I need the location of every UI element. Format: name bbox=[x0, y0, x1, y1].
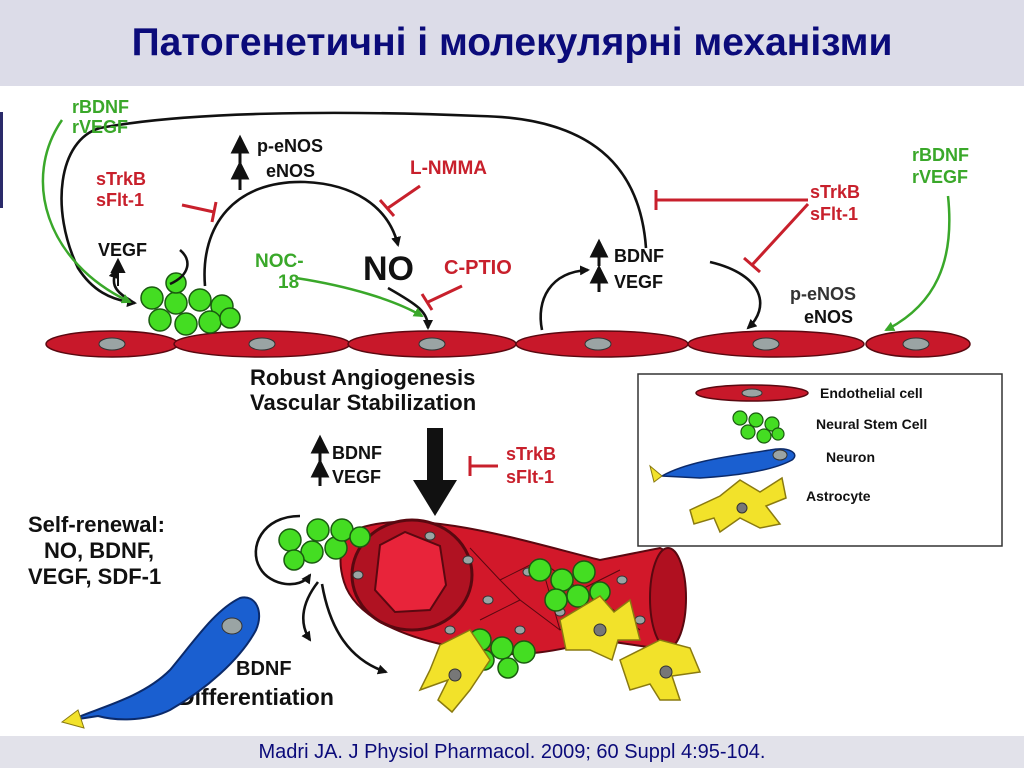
up-arrows bbox=[110, 134, 609, 486]
label-l-nmma: L-NMMA bbox=[410, 158, 487, 179]
label-bdnf-differentiation: BDNF bbox=[236, 658, 292, 680]
label-sflt1-left: sFlt-1 bbox=[96, 190, 144, 210]
legend-box: Endothelial cell Neural Stem Cell Neuron… bbox=[637, 373, 1003, 547]
label-vascular-stabilization: Vascular Stabilization bbox=[250, 390, 476, 415]
slide-title: Патогенетичні і молекулярні механізми bbox=[131, 21, 893, 64]
label-enos-top: eNOS bbox=[266, 161, 315, 181]
legend-astrocyte-label: Astrocyte bbox=[806, 488, 871, 504]
pathway-diagram: rBDNF rVEGF p-eNOS eNOS sTrkB sFlt-1 VEG… bbox=[28, 97, 1003, 729]
label-p-enos-top: p-eNOS bbox=[257, 136, 323, 156]
label-c-ptio: C-PTIO bbox=[444, 257, 512, 279]
label-no: NO bbox=[363, 250, 414, 288]
lower-arrows bbox=[254, 514, 388, 675]
label-strkb-lower: sTrkB bbox=[506, 444, 556, 464]
neuron-cell bbox=[60, 596, 261, 729]
footer-bar bbox=[0, 736, 1024, 768]
diagram-labels: rBDNF rVEGF p-eNOS eNOS sTrkB sFlt-1 VEG… bbox=[28, 97, 969, 710]
endothelial-cell-row bbox=[45, 330, 971, 358]
label-bdnf-lower: BDNF bbox=[332, 443, 382, 463]
label-sflt1-lower: sFlt-1 bbox=[506, 467, 554, 487]
citation: Madri JA. J Physiol Pharmacol. 2009; 60 … bbox=[258, 741, 766, 763]
label-bdnf-mid: BDNF bbox=[614, 246, 664, 266]
legend-nsc-label: Neural Stem Cell bbox=[816, 416, 927, 432]
left-edge-mark bbox=[0, 112, 3, 208]
label-self-renewal-3: VEGF, SDF-1 bbox=[28, 564, 161, 589]
label-rvegf-left: rVEGF bbox=[72, 117, 128, 137]
label-enos-right: eNOS bbox=[804, 307, 853, 327]
label-rbdnf-left: rBDNF bbox=[72, 97, 129, 117]
label-strkb-left: sTrkB bbox=[96, 169, 146, 189]
neural-stem-cell-cluster bbox=[140, 272, 241, 336]
label-vegf-mid: VEGF bbox=[614, 272, 663, 292]
label-vegf-lower: VEGF bbox=[332, 467, 381, 487]
label-sflt1-right: sFlt-1 bbox=[810, 204, 858, 224]
label-strkb-right: sTrkB bbox=[810, 182, 860, 202]
label-vegf-left: VEGF bbox=[98, 240, 147, 260]
legend-neuron-label: Neuron bbox=[826, 449, 875, 465]
title-bar bbox=[0, 0, 1024, 86]
label-rbdnf-right: rBDNF bbox=[912, 145, 969, 165]
main-down-arrow bbox=[413, 428, 457, 516]
label-rvegf-right: rVEGF bbox=[912, 167, 968, 187]
label-robust-angiogenesis: Robust Angiogenesis bbox=[250, 365, 475, 390]
label-noc18-line1: NOC- bbox=[255, 251, 304, 272]
legend-endothelial-label: Endothelial cell bbox=[820, 385, 923, 401]
inhibitor-lines bbox=[181, 184, 810, 476]
label-noc18-line2: 18 bbox=[278, 272, 299, 293]
agonist-arrows bbox=[41, 119, 951, 332]
label-self-renewal-1: Self-renewal: bbox=[28, 512, 165, 537]
blood-vessel bbox=[339, 518, 687, 656]
label-p-enos-right: p-eNOS bbox=[790, 284, 856, 304]
label-self-renewal-2: NO, BDNF, bbox=[44, 538, 154, 563]
